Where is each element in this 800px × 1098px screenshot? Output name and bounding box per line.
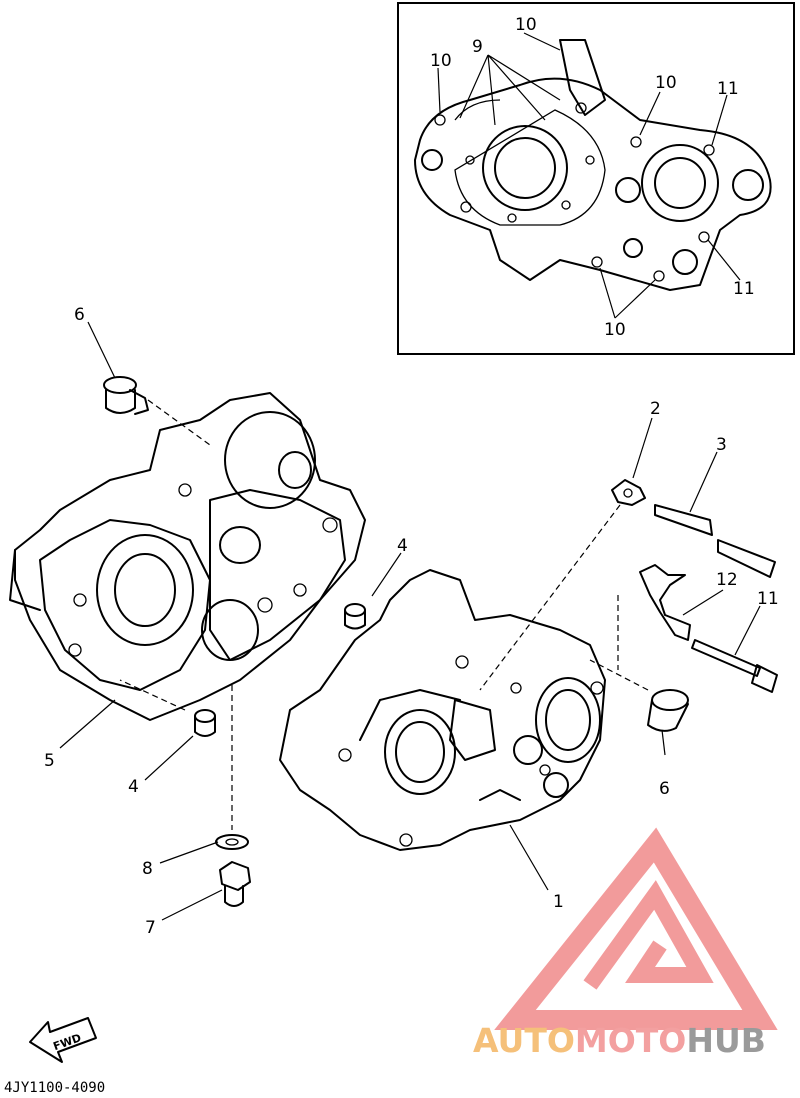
- callout-4-left: 4: [128, 777, 139, 797]
- watermark-text: AUTOMOTOHUB: [473, 1021, 766, 1060]
- callout-4-right: 4: [397, 536, 408, 556]
- callout-7: 7: [145, 918, 156, 938]
- callout-8: 8: [142, 859, 153, 879]
- inset-callout-10-mid: 10: [655, 73, 677, 93]
- watermark-logo: [494, 827, 778, 1030]
- fwd-arrow: FWD: [29, 1017, 97, 1063]
- inset-bolt-holes: [434, 102, 715, 282]
- main-leaders: [59, 321, 761, 921]
- callout-1: 1: [553, 892, 564, 912]
- inset-callout-11-top: 11: [717, 79, 739, 99]
- inset-callout-11-bottom: 11: [733, 279, 755, 299]
- inset-crankcase-view: [414, 39, 772, 291]
- drain-bolt-7: [219, 861, 251, 907]
- hose-fitting-2: [611, 479, 646, 506]
- inset-leaders: [437, 32, 741, 319]
- watermark-text-auto: AUTO: [473, 1021, 575, 1060]
- watermark-triangle-inner: [583, 880, 714, 990]
- inset-callout-10-left: 10: [430, 51, 452, 71]
- callout-2: 2: [650, 399, 661, 419]
- inset-frame: [397, 2, 795, 355]
- clamp-12: [639, 564, 691, 641]
- callout-11: 11: [757, 589, 779, 609]
- collar-6-top: [103, 376, 149, 415]
- callout-6-top: 6: [74, 305, 85, 325]
- inset-callout-10-bottom: 10: [604, 320, 626, 340]
- inset-callout-10-top: 10: [515, 15, 537, 35]
- bolt-11: [691, 639, 778, 693]
- callout-12: 12: [716, 570, 738, 590]
- crankcase-right-half: [279, 569, 606, 851]
- dowel-4-right: [344, 603, 366, 630]
- inset-callout-9: 9: [472, 37, 483, 57]
- crankcase-left-half: [9, 392, 366, 721]
- hose-3: [654, 504, 776, 578]
- left-half-bolt-holes: [68, 483, 338, 657]
- collar-6-right: [647, 689, 689, 732]
- callout-3: 3: [716, 435, 727, 455]
- drawing-code: 4JY1100-4090: [4, 1080, 105, 1096]
- gasket-8: [215, 834, 249, 850]
- right-half-bolt-holes: [338, 655, 604, 847]
- callout-5: 5: [44, 751, 55, 771]
- watermark-text-moto: MOTO: [575, 1021, 686, 1060]
- watermark-triangle-outer: [494, 827, 778, 1030]
- watermark-text-hub: HUB: [686, 1021, 766, 1060]
- fwd-label: FWD: [51, 1031, 82, 1053]
- callout-6-right: 6: [659, 779, 670, 799]
- dowel-4-left: [194, 709, 216, 737]
